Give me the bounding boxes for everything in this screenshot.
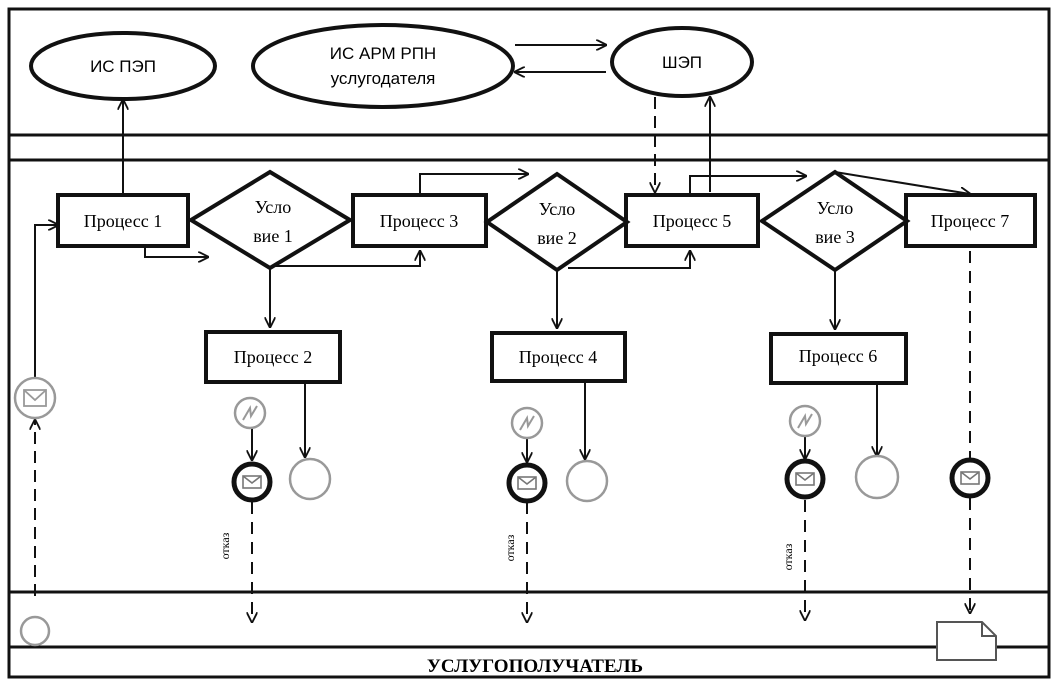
system-connectors	[123, 45, 710, 195]
system-is-arm: ИС АРМ РПН услугодателя	[251, 23, 515, 109]
envelope-icon	[517, 476, 537, 490]
system-shep: ШЭП	[610, 26, 754, 98]
end-message-event-6	[784, 458, 826, 500]
end-event-6	[854, 454, 900, 500]
envelope-icon	[242, 475, 262, 489]
process-1-label: Процесс 1	[84, 211, 163, 231]
is-arm-label-2: услугодателя	[331, 69, 436, 88]
condition-1-label-2: вие 1	[253, 226, 293, 246]
process-2: Процесс 2	[204, 330, 342, 384]
intermediate-event-4	[510, 406, 544, 440]
refusal-label-2: отказ	[218, 532, 232, 559]
process-5: Процесс 5	[624, 193, 760, 248]
process-2-label: Процесс 2	[234, 347, 313, 367]
shep-label: ШЭП	[662, 53, 702, 72]
lane-recipient-label: УСЛУГОПОЛУЧАТЕЛЬ	[427, 656, 643, 677]
process-3: Процесс 3	[351, 193, 488, 248]
process-4: Процесс 4	[490, 331, 627, 383]
envelope-icon	[795, 472, 815, 486]
process-3-label: Процесс 3	[380, 211, 459, 231]
condition-2: Усло вие 2	[483, 171, 631, 273]
end-event-4	[565, 459, 609, 503]
end-event-2	[288, 457, 332, 501]
intermediate-event-6	[788, 404, 822, 438]
document-icon	[936, 621, 997, 661]
is-arm-label-1: ИС АРМ РПН	[330, 44, 436, 63]
lane-borders	[7, 7, 1051, 679]
is-pep-label: ИС ПЭП	[90, 57, 156, 76]
condition-1-label-1: Усло	[255, 197, 292, 217]
flow-connectors	[35, 172, 970, 622]
lightning-icon	[242, 404, 258, 421]
recipient-start-event	[19, 615, 51, 647]
end-message-event-2	[231, 461, 273, 503]
process-1: Процесс 1	[56, 193, 190, 248]
condition-3: Усло вие 3	[758, 169, 911, 273]
intermediate-event-2	[233, 396, 267, 430]
end-message-event-4	[506, 462, 548, 504]
condition-1: Усло вие 1	[187, 169, 354, 271]
start-message-event	[13, 376, 57, 420]
envelope-icon	[23, 389, 47, 407]
process-7-label: Процесс 7	[931, 211, 1010, 231]
lightning-icon	[519, 414, 535, 431]
condition-3-label-1: Усло	[817, 198, 854, 218]
condition-2-label-1: Усло	[539, 199, 576, 219]
condition-2-label-2: вие 2	[537, 228, 577, 248]
envelope-icon	[960, 471, 980, 485]
process-5-label: Процесс 5	[653, 211, 732, 231]
system-is-pep: ИС ПЭП	[29, 31, 217, 101]
process-4-label: Процесс 4	[519, 347, 598, 367]
condition-3-label-2: вие 3	[815, 227, 855, 247]
refusal-label-4: отказ	[503, 534, 517, 561]
process-7: Процесс 7	[904, 193, 1037, 248]
process-6-label: Процесс 6	[799, 346, 878, 366]
refusal-label-6: отказ	[781, 543, 795, 570]
end-message-event-7	[949, 457, 991, 499]
process-6: Процесс 6	[769, 332, 908, 385]
lightning-icon	[797, 412, 813, 429]
